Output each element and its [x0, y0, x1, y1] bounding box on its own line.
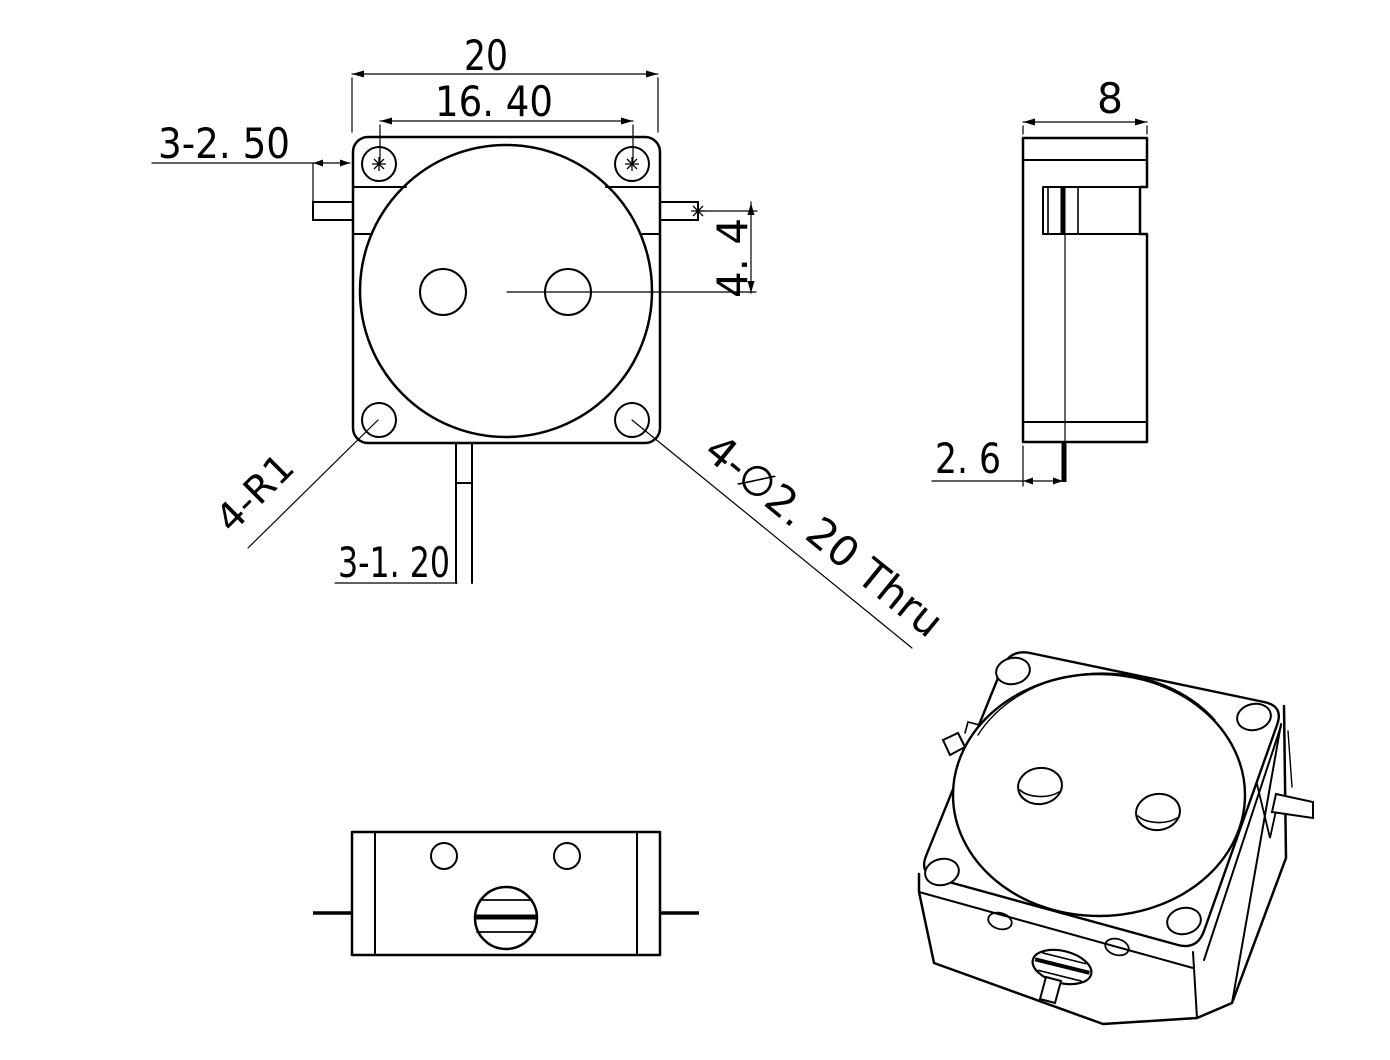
- iso-boss-hole-left: [1017, 766, 1063, 806]
- center-mark-tr: [624, 156, 640, 172]
- iso-east-pin: [1270, 792, 1314, 820]
- front-left-pin: [312, 201, 354, 221]
- iso-tuning-screw: [1031, 948, 1093, 986]
- dim-overall-width-label: 20: [464, 31, 508, 80]
- iso-bottom-pin: [1038, 975, 1063, 1005]
- dim-depth-label: 8: [1097, 74, 1123, 123]
- iso-pin-notch: [1255, 779, 1278, 839]
- dim-overall-width: 20: [351, 31, 659, 133]
- dim-side-pins-label: 3-2. 50: [158, 119, 290, 168]
- center-mark-tl: [371, 156, 387, 172]
- front-corner-hole-tr: [614, 146, 650, 182]
- iso-body-silhouette: [917, 704, 1288, 1026]
- dim-pin-height: 4. 4: [699, 201, 758, 298]
- dim-bottom-pin-label: 3-1. 20: [338, 538, 450, 587]
- bottom-side-walls: [374, 831, 638, 956]
- iso-corner-hole-w: [924, 857, 960, 887]
- iso-corner-hole-n: [995, 656, 1031, 686]
- iso-underside-edge-right: [1203, 725, 1282, 961]
- dim-bottom-pin: 3-1. 20: [334, 538, 458, 587]
- iso-boss-hole-right: [1135, 792, 1181, 832]
- isometric-view: [917, 651, 1314, 1026]
- side-connector-block: [1042, 186, 1141, 235]
- front-corner-hole-bl: [361, 402, 397, 438]
- front-step-lines: [352, 186, 661, 235]
- iso-right-face-edge: [1231, 723, 1282, 1004]
- front-body-outline: [351, 135, 662, 445]
- bottom-view: [313, 830, 699, 957]
- dim-pin-height-label: 4. 4: [708, 218, 757, 298]
- iso-corner-hole-e: [1236, 702, 1272, 732]
- dim-hole-spacing-label: 16. 40: [435, 77, 553, 126]
- iso-face-hole-left: [987, 911, 1013, 931]
- front-bottom-pin: [455, 442, 473, 584]
- bottom-hole-left: [430, 842, 458, 870]
- front-corner-hole-tl: [361, 146, 397, 182]
- dim-depth: 8: [1022, 74, 1148, 135]
- front-corner-hole-br: [614, 402, 650, 438]
- front-boss-circle: [358, 143, 654, 439]
- iso-corner-hole-s: [1166, 906, 1202, 936]
- bottom-body-outline: [350, 830, 662, 957]
- dim-pin-offset: 2. 6: [931, 434, 1064, 487]
- dim-hole-spacing: 16. 40: [379, 77, 634, 165]
- iso-underside-edge-front: [918, 891, 1194, 969]
- bottom-hole-right: [553, 842, 581, 870]
- dim-pin-offset-label: 2. 6: [935, 434, 1001, 483]
- side-view: 8 2. 6: [931, 74, 1149, 487]
- iso-south-corner-edge: [1192, 951, 1198, 1019]
- iso-corner-bore-slit: [1287, 730, 1293, 788]
- iso-boss-rim-line: [977, 672, 1216, 736]
- front-inner-hole-left: [419, 268, 467, 316]
- iso-boss-ellipse: [951, 672, 1247, 918]
- dim-side-pins: 3-2. 50: [151, 119, 351, 203]
- iso-west-pin: [941, 731, 967, 757]
- bottom-tuning-screw: [473, 885, 539, 951]
- iso-face-hole-right: [1104, 937, 1130, 957]
